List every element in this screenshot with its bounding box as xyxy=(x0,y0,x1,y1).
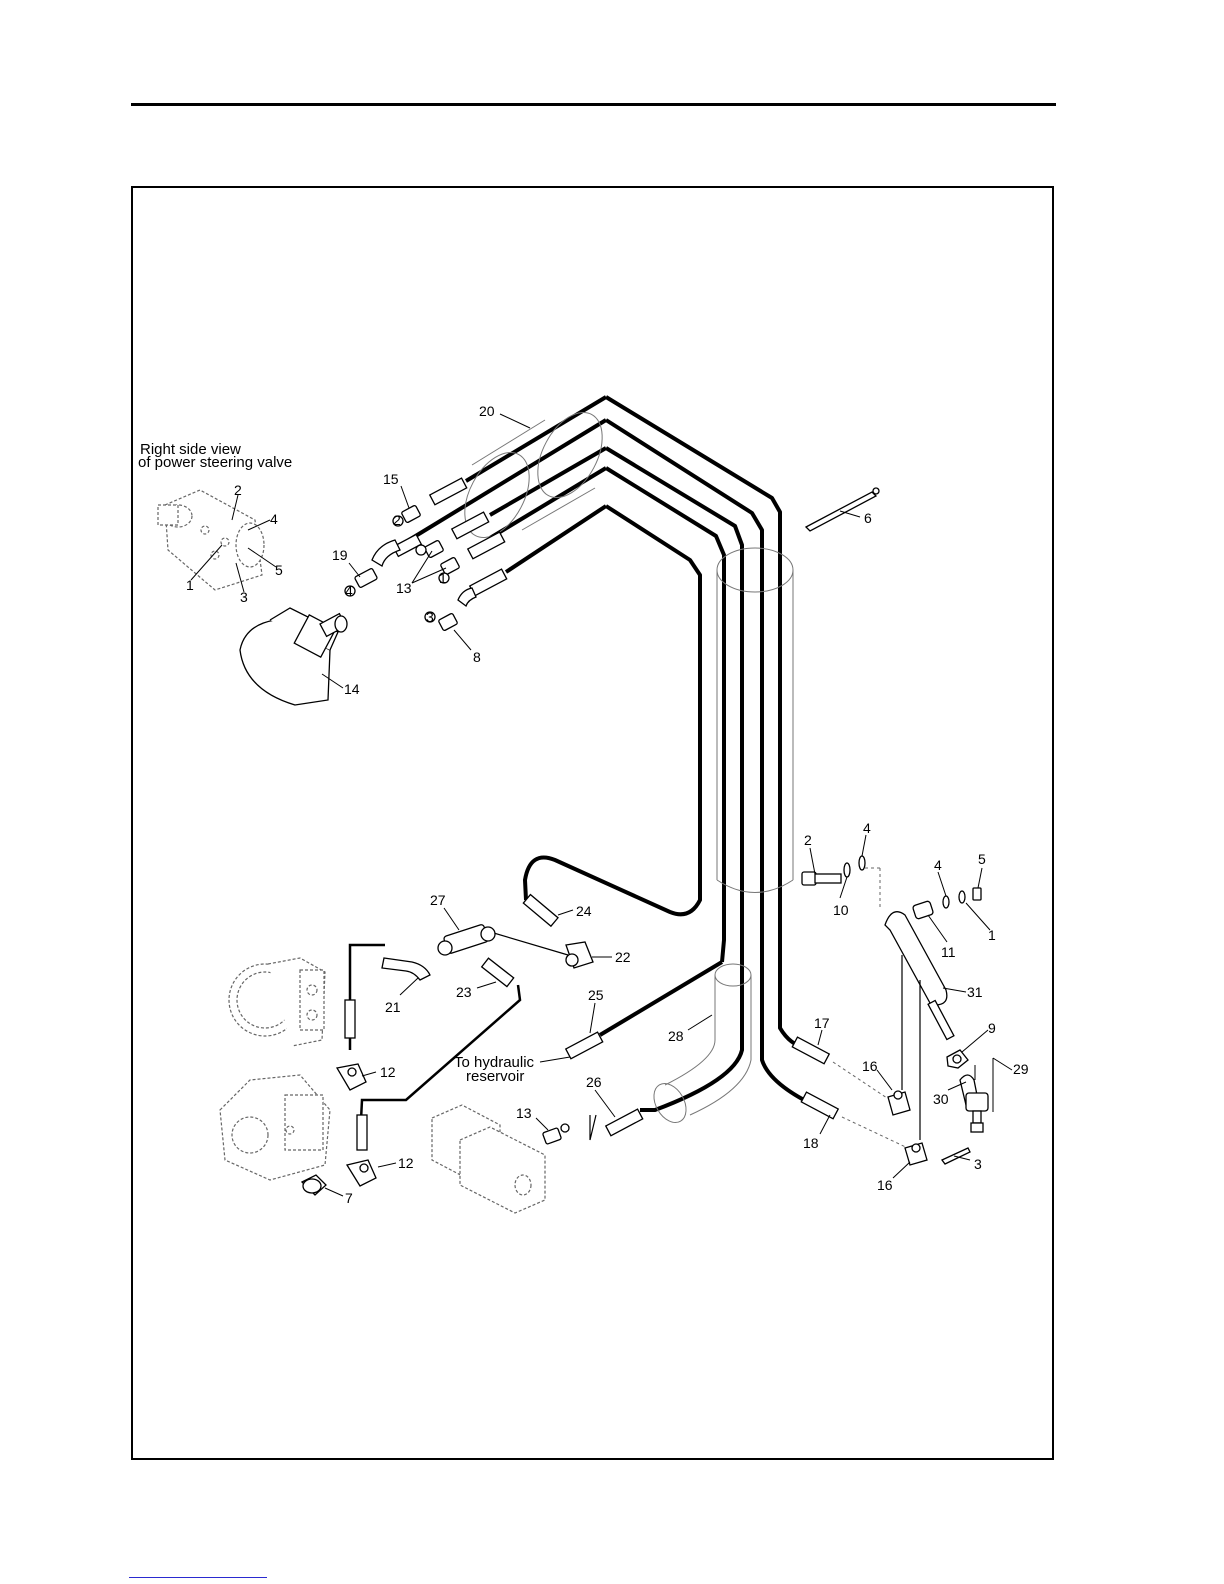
callout-cyl-3: 3 xyxy=(974,1156,982,1172)
hose-end-18 xyxy=(801,1092,838,1119)
hydraulic-pump-lower xyxy=(220,1075,330,1180)
callout-cyl-4a: 4 xyxy=(863,820,871,836)
hose-23 xyxy=(482,958,514,986)
callout-18: 18 xyxy=(803,1135,819,1151)
port-label-3: 3 xyxy=(240,589,248,605)
hose-end-top-5 xyxy=(506,506,606,572)
steering-valve-side-view xyxy=(158,490,276,592)
hose-end-25 xyxy=(566,1032,603,1059)
hose-21 xyxy=(382,958,430,980)
callout-13-top: 13 xyxy=(396,580,412,596)
hose-mid-b xyxy=(606,420,820,1108)
port-label-5: 5 xyxy=(275,562,283,578)
elbow-16-lower xyxy=(905,1143,927,1165)
port-label-1: 1 xyxy=(186,577,194,593)
callout-cyl-9: 9 xyxy=(988,1020,996,1036)
hose-end-top-2 xyxy=(409,420,606,540)
spacer-11 xyxy=(912,901,933,920)
callout-28: 28 xyxy=(668,1028,684,1044)
callout-22: 22 xyxy=(615,949,631,965)
hose-25 xyxy=(600,962,722,1035)
washers-4-10 xyxy=(844,856,865,877)
callout-15: 15 xyxy=(383,471,399,487)
sleeve-28 xyxy=(647,964,751,1128)
callout-20: 20 xyxy=(479,403,495,419)
note-reservoir-2: reservoir xyxy=(466,1068,524,1085)
callout-12-upper: 12 xyxy=(380,1064,396,1080)
hose-end-17 xyxy=(792,1037,829,1064)
callout-cyl-1: 1 xyxy=(988,927,996,943)
hose-bundle xyxy=(409,397,820,1110)
callout-26: 26 xyxy=(586,1074,602,1090)
callout-25: 25 xyxy=(588,987,604,1003)
dashed-18-16 xyxy=(842,1117,912,1150)
hose-left-outer xyxy=(525,506,700,914)
callout-7: 7 xyxy=(345,1190,353,1206)
control-valve-block xyxy=(432,1105,545,1213)
callout-cyl-4b: 4 xyxy=(934,857,942,873)
hose-end-26 xyxy=(606,1109,643,1136)
nut-9 xyxy=(947,1050,968,1068)
port-label-4: 4 xyxy=(270,511,278,527)
callout-13-lower: 13 xyxy=(516,1105,532,1121)
elbow-22 xyxy=(566,942,593,968)
callout-14: 14 xyxy=(344,681,360,697)
elbow-12-upper xyxy=(337,1000,366,1090)
elbow-16-upper xyxy=(888,1091,910,1115)
callout-19: 19 xyxy=(332,547,348,563)
callout-6: 6 xyxy=(864,510,872,526)
fitting-label-3: 3 xyxy=(426,609,434,625)
callout-8: 8 xyxy=(473,649,481,665)
callout-27: 27 xyxy=(430,892,446,908)
callout-16-upper: 16 xyxy=(862,1058,878,1074)
elbow-12-lower xyxy=(347,1115,376,1186)
callout-21: 21 xyxy=(385,999,401,1015)
hydraulic-pump-upper xyxy=(229,958,325,1046)
callout-12-lower: 12 xyxy=(398,1155,414,1171)
fitting-label-1: 1 xyxy=(439,570,447,586)
tee-fitting-27 xyxy=(438,924,495,955)
callout-16-lower: 16 xyxy=(877,1177,893,1193)
bolt-2 xyxy=(802,872,841,885)
callout-cyl-31: 31 xyxy=(967,984,983,1000)
fittings-13-top xyxy=(416,540,460,583)
note-side-view-2: of power steering valve xyxy=(138,454,292,471)
plug-7 xyxy=(302,1175,326,1195)
port-label-2: 2 xyxy=(234,482,242,498)
callout-24: 24 xyxy=(576,903,592,919)
callout-cyl-2: 2 xyxy=(804,832,812,848)
fitting-13-lower xyxy=(542,1124,569,1144)
hose-right xyxy=(606,397,806,1048)
callout-23: 23 xyxy=(456,984,472,1000)
hose-end-24 xyxy=(523,895,558,927)
fitting-label-2: 2 xyxy=(393,512,401,528)
callout-17: 17 xyxy=(814,1015,830,1031)
callout-cyl-29: 29 xyxy=(1013,1061,1029,1077)
callout-cyl-11: 11 xyxy=(941,944,956,960)
ball-joint-29-30 xyxy=(960,1065,988,1132)
fitting-label-4: 4 xyxy=(345,583,353,599)
callout-cyl-30: 30 xyxy=(933,1091,949,1107)
steering-valve-14 xyxy=(240,608,347,705)
washer-nut-4-5-1 xyxy=(943,888,981,908)
callout-cyl-5: 5 xyxy=(978,851,986,867)
callout-cyl-10: 10 xyxy=(833,902,849,918)
